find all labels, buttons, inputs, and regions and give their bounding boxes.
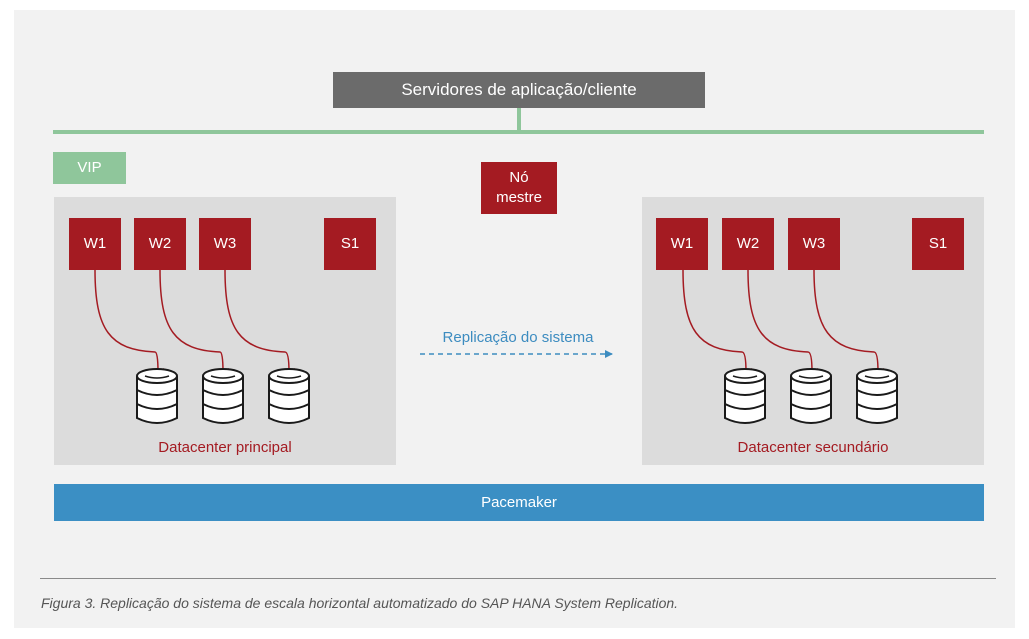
primary-standby-s1: S1: [324, 218, 376, 270]
figure-caption: Figura 3. Replicação do sistema de escal…: [41, 595, 679, 611]
network-bus-line: [53, 130, 984, 134]
caption-divider: [40, 578, 996, 579]
primary-worker-w3: W3: [199, 218, 251, 270]
arrow-primary-w3: [224, 269, 296, 376]
secondary-worker-w2: W2: [722, 218, 774, 270]
vip-box: VIP: [53, 152, 126, 184]
pacemaker-bar: Pacemaker: [54, 484, 984, 521]
arrow-primary-w2: [159, 269, 230, 376]
arrow-secondary-w3: [813, 269, 885, 376]
secondary-datacenter-label: Datacenter secundário: [737, 439, 889, 456]
master-node-label-line2: mestre: [496, 189, 542, 206]
primary-worker-w2: W2: [134, 218, 186, 270]
arrow-primary-w1: [94, 269, 165, 376]
primary-database-icon-1: [136, 368, 178, 424]
primary-datacenter-label: Datacenter principal: [158, 439, 292, 456]
arrow-secondary-w2: [747, 269, 819, 376]
master-node-box: Nó mestre: [481, 162, 557, 214]
secondary-database-icon-2: [790, 368, 832, 424]
secondary-database-icon-1: [724, 368, 766, 424]
primary-worker-w1: W1: [69, 218, 121, 270]
replication-label: Replicação do sistema: [442, 329, 594, 346]
arrow-secondary-w1: [682, 269, 753, 376]
secondary-worker-w3: W3: [788, 218, 840, 270]
primary-database-icon-3: [268, 368, 310, 424]
primary-database-icon-2: [202, 368, 244, 424]
app-server-box: Servidores de aplicação/cliente: [333, 72, 705, 108]
secondary-database-icon-3: [856, 368, 898, 424]
master-node-label-line1: Nó: [509, 169, 529, 186]
network-bus-stem: [517, 108, 521, 132]
secondary-worker-w1: W1: [656, 218, 708, 270]
secondary-standby-s1: S1: [912, 218, 964, 270]
